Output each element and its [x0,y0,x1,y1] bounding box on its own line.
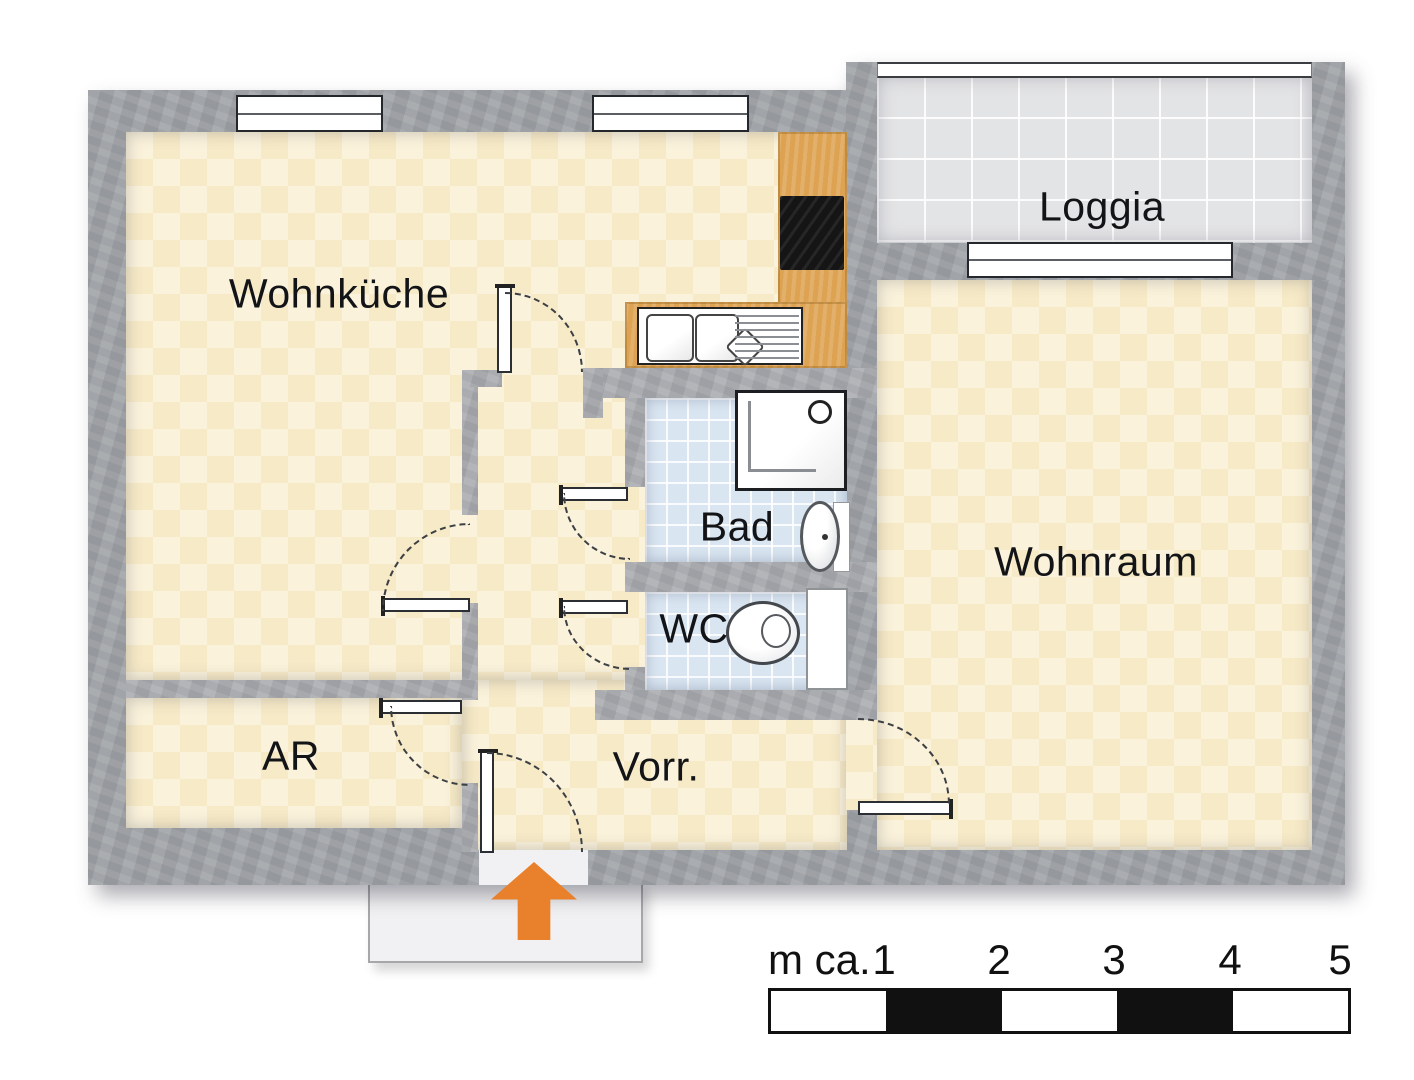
scale-bar: m ca. 1 2 3 4 5 [768,936,1352,1034]
cooktop-icon [780,196,844,270]
room-label-wc: WC [659,605,729,652]
sink-drainboard [735,315,799,361]
loggia-balustrade [877,62,1312,78]
washbasin-drain [822,534,828,540]
scale-tick-4: 4 [1218,936,1242,983]
window-wohnkueche-left [236,95,383,132]
scale-segment [771,991,886,1031]
scale-segment [1117,991,1233,1031]
toilet-inner [761,614,791,648]
wall-divider-mid [462,603,478,700]
wall-divider-upper [462,387,478,515]
scale-segment [1002,991,1117,1031]
shower-tray-lines [748,401,816,472]
room-loggia-floor [877,76,1312,243]
shower-drain [808,400,832,424]
room-label-loggia: Loggia [1038,183,1166,230]
scale-tick-3: 3 [1102,936,1126,983]
shower-icon [735,390,847,491]
window-wohnraum-loggia [967,242,1233,278]
room-label-vorr: Vorr. [612,743,700,790]
window-wohnkueche-right [592,95,749,132]
wall-divider-stub [462,783,478,852]
sink-basin-left [646,314,694,362]
wall-bad-west [625,398,645,487]
scale-tick-1: 1 [872,936,896,983]
room-label-bad: Bad [699,503,775,550]
kitchen-sink-icon [637,307,803,367]
scale-segment [886,991,1002,1031]
room-wohnraum-floor [877,280,1312,850]
toilet-cistern [806,588,848,690]
wall-kitchen-south [583,368,877,398]
wall-kitchen-south-notch [583,368,603,418]
room-label-wohnkueche: Wohnküche [228,270,450,317]
scale-segment [1233,991,1348,1031]
wall-wc-west-stub [625,667,645,690]
wall-wc-south [595,690,877,720]
room-label-ar: AR [262,732,320,779]
wall-ar-north [126,680,478,698]
room-label-wohnraum: Wohnraum [994,538,1198,585]
toilet-icon [726,601,800,665]
wall-divider-top [462,370,502,387]
scale-tick-2: 2 [987,936,1011,983]
scale-tick-5: 5 [1328,936,1352,983]
washbasin-icon [800,501,840,572]
scale-bar-segments [768,988,1351,1034]
scale-unit-label: m ca. [768,936,871,983]
